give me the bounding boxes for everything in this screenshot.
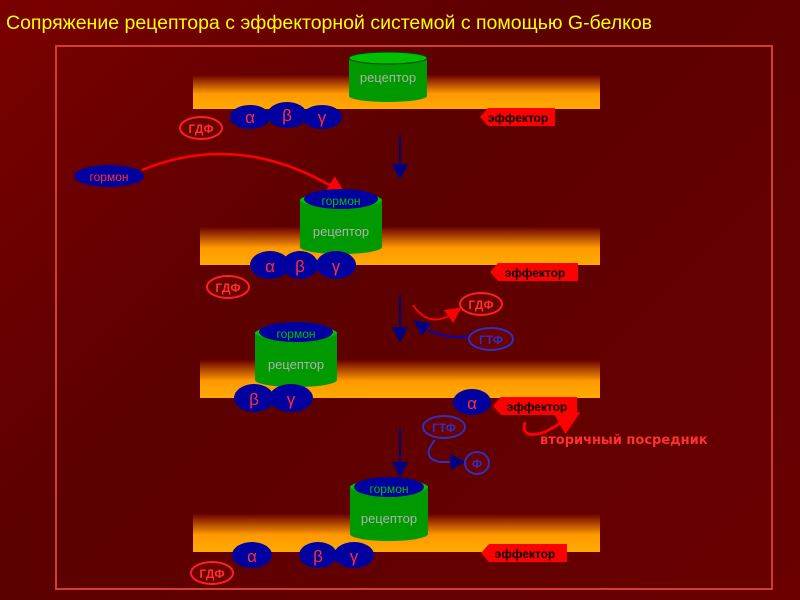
- svg-text:гормон: гормон: [369, 482, 408, 496]
- hormone-bound: гормон: [354, 477, 424, 497]
- effector: эффектор: [480, 108, 555, 126]
- svg-text:γ: γ: [318, 108, 327, 127]
- hormone-bound: гормон: [259, 322, 333, 342]
- svg-text:эффектор: эффектор: [495, 547, 556, 561]
- phosphate-badge: Ф: [464, 451, 490, 475]
- svg-text:α: α: [265, 257, 275, 276]
- effector: эффектор: [493, 397, 577, 415]
- diagram-frame: [55, 45, 773, 590]
- svg-text:ГТФ: ГТФ: [432, 421, 456, 435]
- svg-text:гормон: гормон: [276, 327, 315, 341]
- svg-text:β: β: [282, 106, 292, 125]
- hormone-binding-arrow: [141, 152, 347, 196]
- g-protein: α β γ: [250, 251, 356, 279]
- svg-text:α: α: [245, 108, 255, 127]
- svg-text:гормон: гормон: [321, 194, 360, 208]
- gtp-binding-arrow: [413, 320, 471, 338]
- stage-3: рецептор гормон β γ α эффектор ГТФ: [200, 322, 600, 439]
- second-messenger-arrow: [522, 412, 581, 436]
- hydrolysis-arrow: [427, 439, 466, 470]
- svg-text:гормон: гормон: [89, 170, 128, 184]
- svg-text:ГДФ: ГДФ: [199, 567, 224, 581]
- g-protein-beta-gamma: β γ: [234, 384, 313, 412]
- svg-text:эффектор: эффектор: [507, 400, 568, 414]
- svg-text:рецептор: рецептор: [313, 224, 369, 239]
- svg-text:ГТФ: ГТФ: [479, 333, 503, 347]
- hormone-free: гормон: [74, 165, 144, 187]
- stage-4: рецептор гормон α β γ ГДФ эффектор: [190, 477, 600, 585]
- svg-text:рецептор: рецептор: [361, 511, 417, 526]
- page-title: Сопряжение рецептора с эффекторной систе…: [6, 12, 653, 34]
- stage-1: рецептор α β γ ГДФ эффектор: [179, 51, 600, 140]
- svg-text:γ: γ: [350, 547, 359, 566]
- svg-text:рецептор: рецептор: [268, 357, 324, 372]
- gdp-badge: ГДФ: [206, 275, 250, 299]
- effector: эффектор: [490, 263, 578, 281]
- svg-text:β: β: [295, 257, 305, 276]
- alpha-subunit-active: α: [453, 389, 491, 415]
- svg-text:эффектор: эффектор: [488, 111, 549, 125]
- gdp-badge: ГДФ: [179, 116, 223, 140]
- gdp-badge: ГДФ: [190, 561, 234, 585]
- g-protein: α β γ: [232, 542, 374, 568]
- gdp-release-arrow: [412, 304, 462, 324]
- svg-text:ГДФ: ГДФ: [215, 281, 240, 295]
- svg-text:α: α: [467, 394, 477, 413]
- svg-text:α: α: [247, 547, 257, 566]
- gdp-badge: ГДФ: [459, 292, 503, 316]
- g-protein: α β γ: [230, 102, 342, 129]
- svg-text:рецептор: рецептор: [360, 70, 416, 85]
- second-messenger-label: вторичный посредник: [540, 433, 708, 448]
- svg-text:Ф: Ф: [472, 457, 482, 471]
- stage-2: рецептор гормон α β γ ГДФ эффектор: [200, 189, 600, 299]
- svg-text:эффектор: эффектор: [505, 266, 566, 280]
- effector: эффектор: [481, 544, 567, 562]
- gtp-badge: ГТФ: [422, 415, 466, 439]
- svg-text:ГДФ: ГДФ: [468, 298, 493, 312]
- hormone-bound: гормон: [304, 189, 378, 209]
- svg-text:γ: γ: [287, 390, 296, 409]
- svg-text:β: β: [313, 547, 323, 566]
- receptor: рецептор: [348, 51, 428, 102]
- svg-text:ГДФ: ГДФ: [188, 122, 213, 136]
- svg-text:γ: γ: [332, 257, 341, 276]
- gtp-badge: ГТФ: [468, 327, 514, 351]
- svg-text:β: β: [249, 390, 259, 409]
